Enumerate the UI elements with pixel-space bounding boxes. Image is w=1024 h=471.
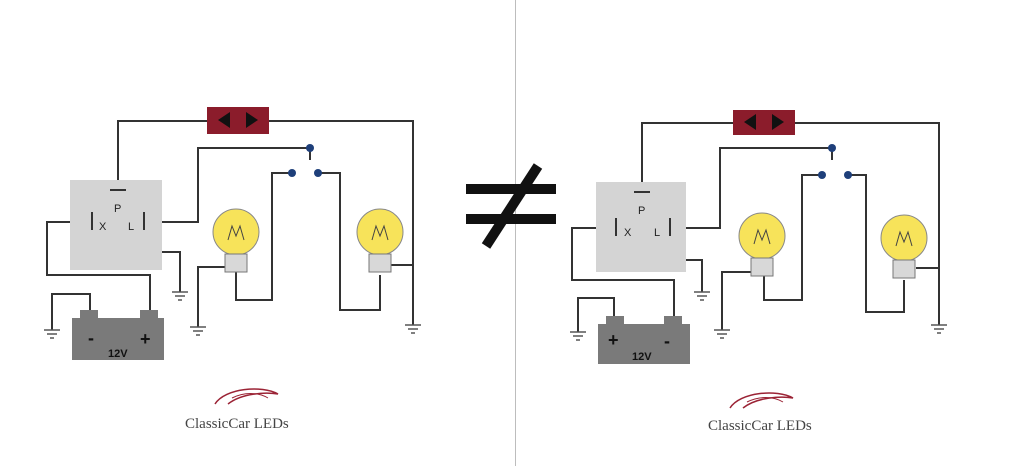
battery-12v: + - 12V bbox=[598, 316, 690, 364]
ground-symbols bbox=[44, 291, 421, 339]
relay-terminal-p: P bbox=[114, 203, 121, 215]
logo-text: ClassicCar LEDs bbox=[708, 418, 812, 434]
ground-symbols bbox=[570, 291, 947, 341]
battery-right-terminal: + bbox=[140, 329, 151, 349]
relay-terminal-x: X bbox=[624, 227, 632, 239]
bulb-left bbox=[738, 212, 786, 277]
wiring-schematic: P X L + - bbox=[570, 110, 947, 434]
classiccar-leds-logo: ClassicCar LEDs bbox=[708, 392, 812, 434]
battery-left-terminal: + bbox=[608, 330, 619, 350]
wiring-diagram-right: P X L + - bbox=[512, 0, 1024, 466]
battery-voltage: 12V bbox=[108, 348, 128, 360]
battery-right-terminal: - bbox=[664, 331, 670, 351]
battery-left-terminal: - bbox=[88, 328, 94, 348]
wiring-schematic: P X L bbox=[44, 107, 421, 432]
bulb-right bbox=[880, 214, 928, 279]
classiccar-leds-logo: ClassicCar LEDs bbox=[185, 388, 289, 432]
hazard-switch bbox=[818, 144, 852, 179]
battery-voltage: 12V bbox=[632, 351, 652, 363]
panel-divider bbox=[515, 0, 516, 466]
flasher-relay: P X L bbox=[70, 180, 162, 270]
relay-terminal-l: L bbox=[128, 221, 134, 233]
wiring-diagram-left: P X L bbox=[0, 0, 512, 466]
relay-terminal-l: L bbox=[654, 227, 660, 239]
logo-text: ClassicCar LEDs bbox=[185, 416, 289, 432]
not-equal-icon bbox=[466, 163, 556, 249]
battery-12v: - + 12V bbox=[72, 310, 164, 360]
not-equal-symbol bbox=[462, 162, 562, 252]
indicator-symbol bbox=[733, 110, 795, 135]
flasher-relay: P X L bbox=[596, 182, 686, 272]
relay-terminal-p: P bbox=[638, 205, 645, 217]
hazard-switch bbox=[288, 144, 322, 177]
indicator-symbol bbox=[207, 107, 269, 134]
relay-terminal-x: X bbox=[99, 221, 107, 233]
bulb-left bbox=[212, 208, 260, 273]
bulb-right bbox=[356, 208, 404, 273]
